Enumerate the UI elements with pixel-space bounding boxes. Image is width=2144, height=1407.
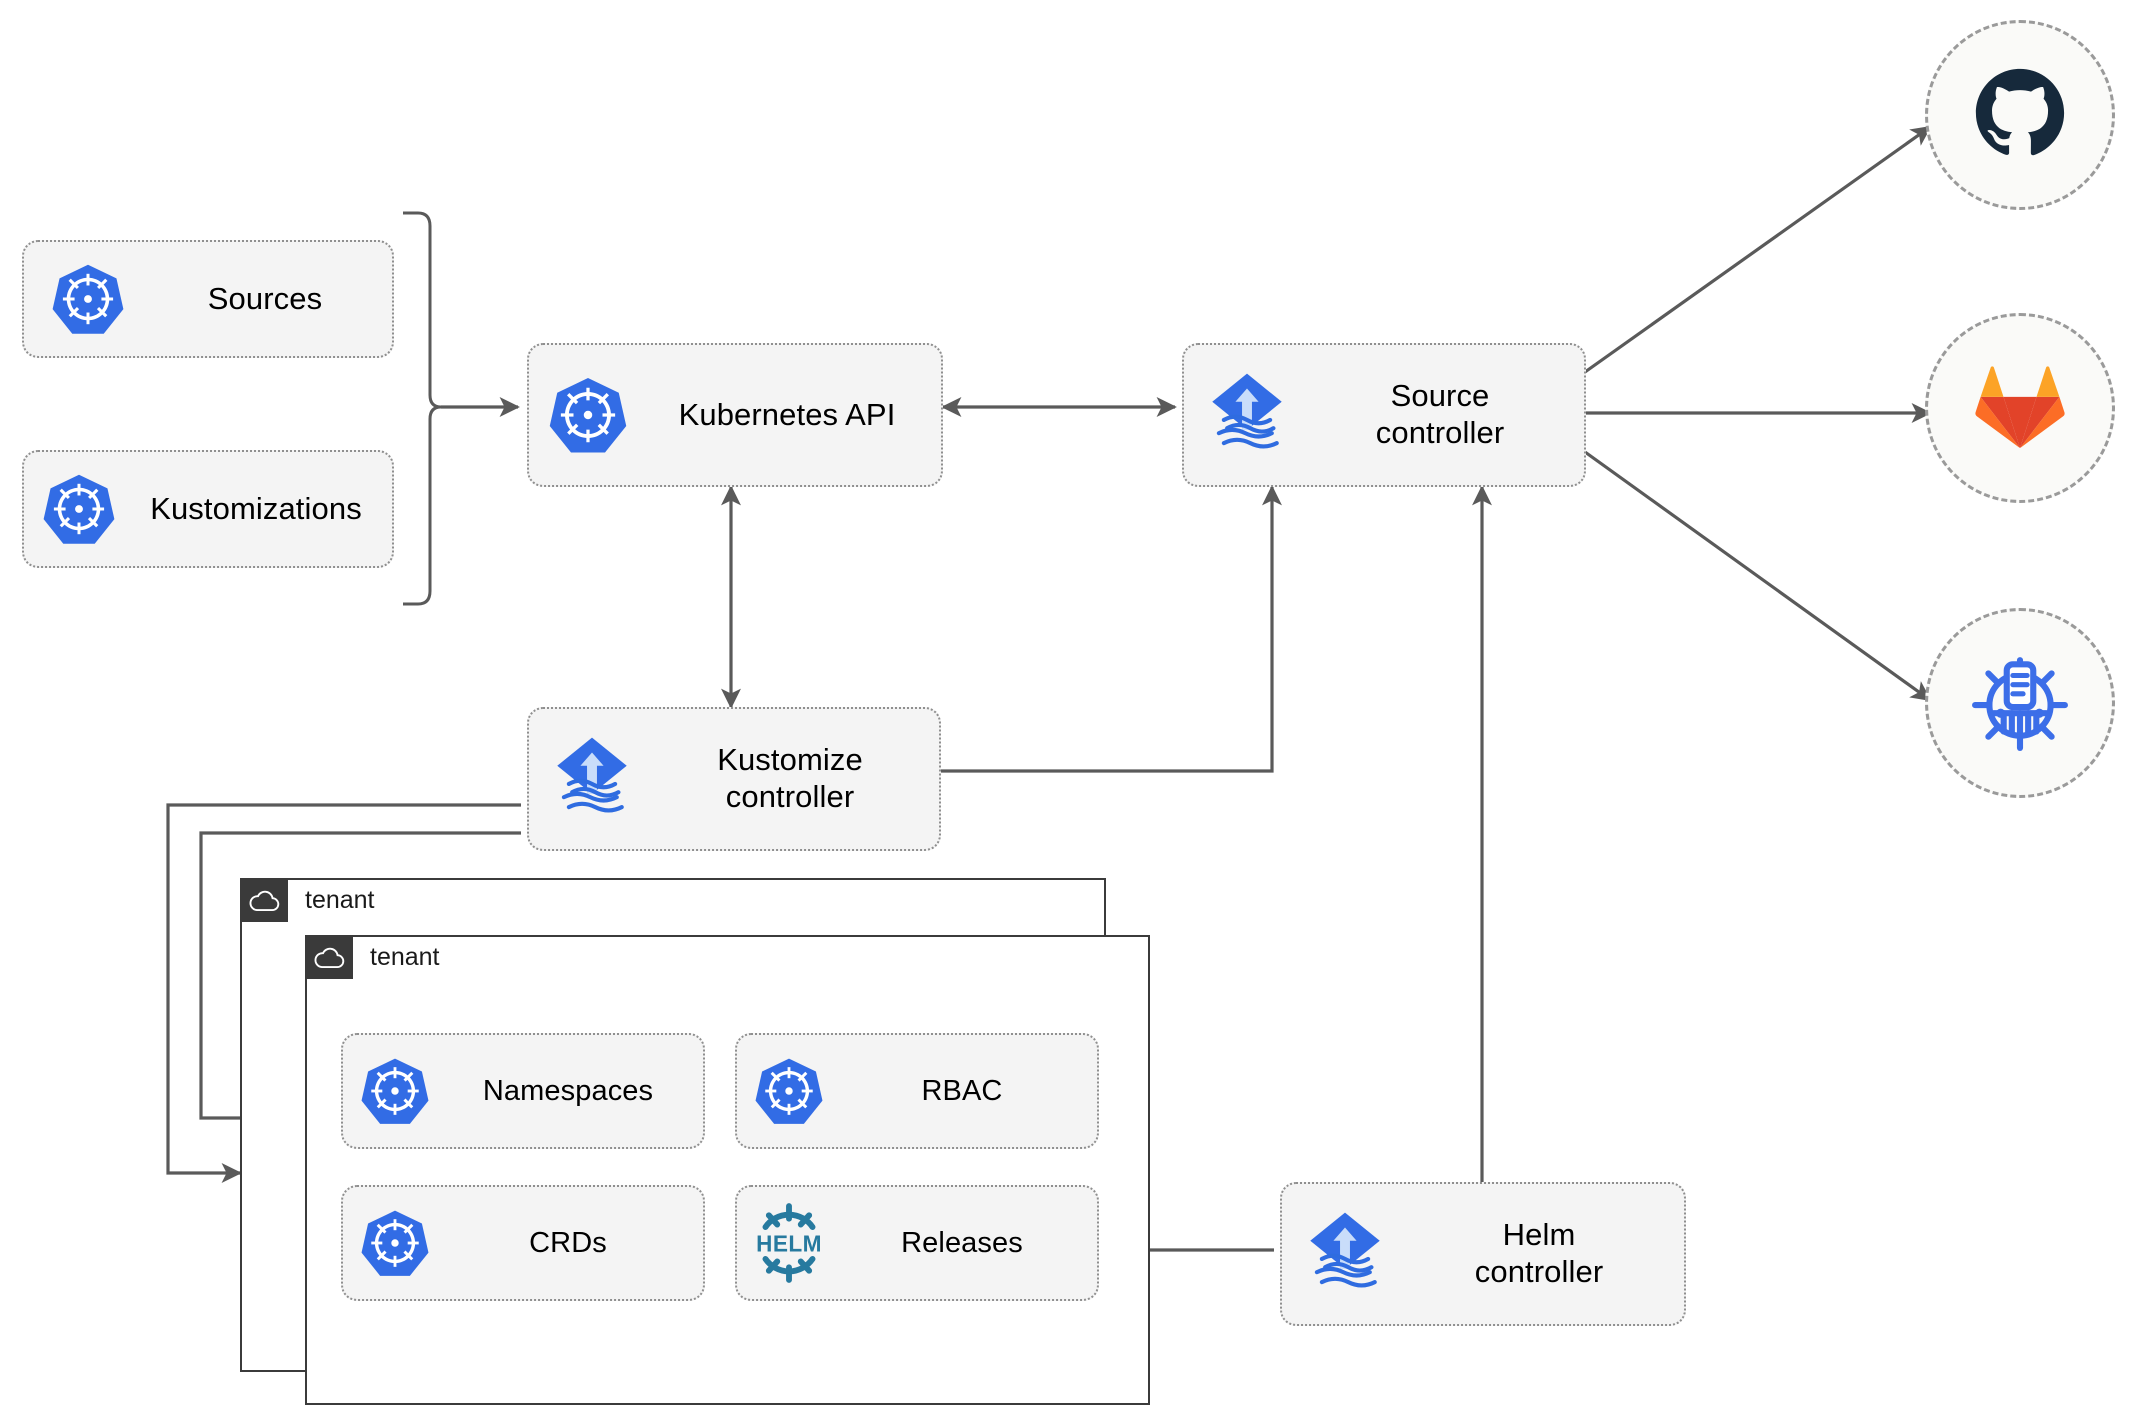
node-label: Namespaces xyxy=(482,1074,654,1107)
kubernetes-icon xyxy=(343,1056,447,1126)
tenant-header-outer: tenant xyxy=(240,878,740,922)
node-rbac[interactable]: RBAC xyxy=(735,1033,1099,1149)
tenant-label: tenant xyxy=(353,942,440,972)
node-kustomize-controller[interactable]: Kustomize controller xyxy=(527,707,941,851)
tenant-container-inner[interactable] xyxy=(305,935,1150,1405)
node-label: Releases xyxy=(901,1226,1023,1259)
provider-github[interactable] xyxy=(1925,20,2115,210)
edge-kustomize-to-source xyxy=(941,485,1282,773)
node-label: Kustomize controller xyxy=(717,742,863,814)
node-label: Helm controller xyxy=(1474,1217,1604,1289)
node-kustomizations[interactable]: Kustomizations xyxy=(22,450,394,568)
gitlab-icon xyxy=(1974,362,2066,455)
node-helm-controller[interactable]: Helm controller xyxy=(1280,1182,1686,1326)
edge-source-to-helm-repository xyxy=(1584,450,1932,702)
flux-icon xyxy=(529,736,655,822)
cloud-icon xyxy=(240,878,288,922)
helm-repository-icon xyxy=(1969,650,2071,757)
kubernetes-icon xyxy=(737,1056,841,1126)
node-crds[interactable]: CRDs xyxy=(341,1185,705,1301)
kubernetes-icon xyxy=(343,1208,447,1278)
node-releases[interactable]: HELM Releases xyxy=(735,1185,1099,1301)
node-sources[interactable]: Sources xyxy=(22,240,394,358)
node-label: CRDs xyxy=(529,1226,607,1259)
kubernetes-icon xyxy=(24,262,152,336)
node-label: RBAC xyxy=(921,1074,1003,1107)
tenant-header-inner: tenant xyxy=(305,935,805,979)
helm-icon: HELM xyxy=(737,1201,841,1285)
node-label: Kustomizations xyxy=(150,490,362,526)
node-label: Kubernetes API xyxy=(678,396,896,432)
kubernetes-icon xyxy=(24,472,134,546)
node-label: Sources xyxy=(207,280,323,316)
flux-icon xyxy=(1184,372,1310,458)
github-icon xyxy=(1971,64,2069,167)
node-label: Source controller xyxy=(1375,378,1505,450)
kubernetes-icon xyxy=(529,375,647,455)
tenant-label: tenant xyxy=(288,885,375,915)
provider-helm-repository[interactable] xyxy=(1925,608,2115,798)
edge-source-to-github xyxy=(1584,125,1932,374)
flux-icon xyxy=(1282,1211,1408,1297)
custom-resources-bracket xyxy=(403,211,442,606)
provider-gitlab[interactable] xyxy=(1925,313,2115,503)
node-namespaces[interactable]: Namespaces xyxy=(341,1033,705,1149)
node-source-controller[interactable]: Source controller xyxy=(1182,343,1586,487)
svg-text:HELM: HELM xyxy=(756,1230,822,1256)
node-kubernetes-api[interactable]: Kubernetes API xyxy=(527,343,943,487)
cloud-icon xyxy=(305,935,353,979)
